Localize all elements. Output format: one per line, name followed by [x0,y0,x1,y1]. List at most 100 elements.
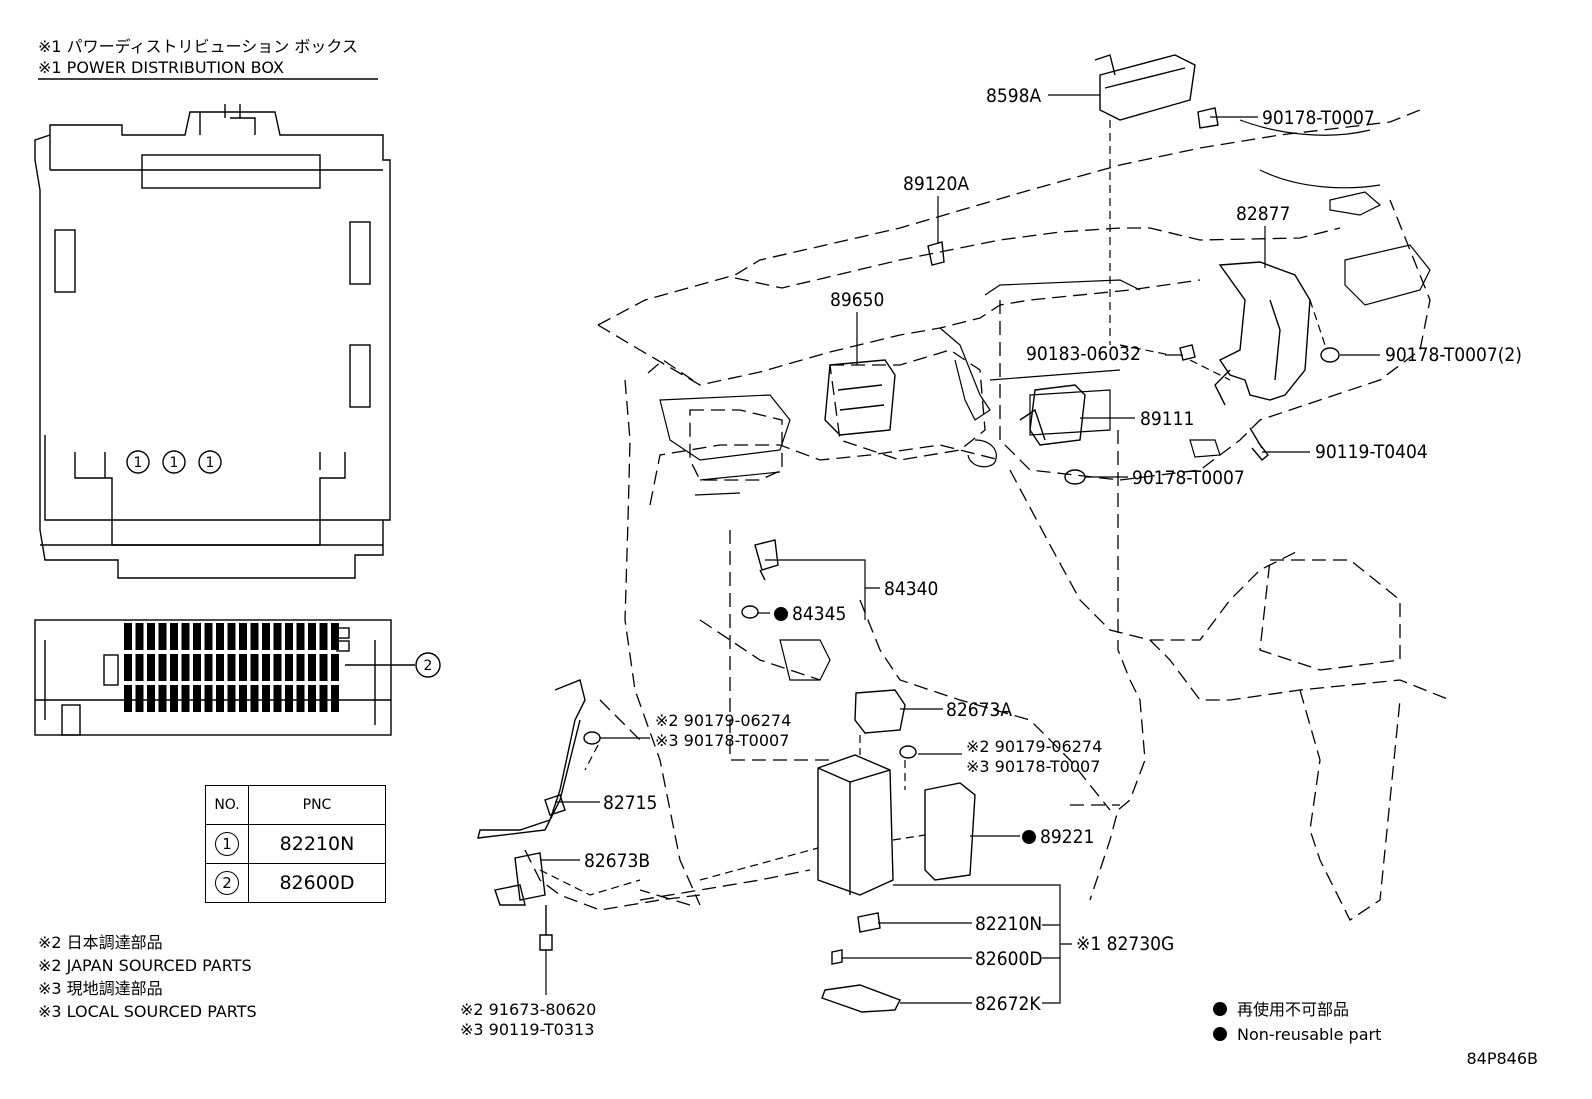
label-89650: 89650 [830,289,884,311]
part-labels: 8598A 90178-T0007 89120A 82877 89650 901… [460,85,1522,1039]
label-90178-T0007-mid: 90178-T0007 [1132,467,1245,489]
label-82600D: 82600D [975,948,1043,970]
label-82730G: ※1 82730G [1076,933,1174,955]
table-row: 1 82210N [205,824,386,864]
label-90183-06032: 90183-06032 [1026,343,1141,365]
fuse-slot [273,685,282,712]
fuse-slot [239,623,247,650]
legend-jp: 再使用不可部品 [1237,1000,1349,1019]
label-89221: 89221 [1040,826,1094,848]
fuse-slot [135,654,144,681]
fuse-slot [285,685,293,712]
fuse-slot [135,623,144,650]
fuse-slot [239,654,247,681]
header-pnc: PNC [248,785,386,825]
fuse-slot [296,654,305,681]
fuse-slot [319,623,328,650]
fuse-ref-1c: 1 [206,455,215,471]
fuse-slot [227,623,236,650]
part-shapes [477,54,1340,1013]
fuse-slot [285,654,293,681]
fuse-slot [262,654,270,681]
fuse-slot [158,623,167,650]
fuse-slot [262,685,270,712]
fuse-slot [216,623,224,650]
fuse-slot [250,623,259,650]
fuse-slot [170,654,178,681]
fuse-slot [308,623,316,650]
fuse-slot [319,685,328,712]
fuse-slot [204,654,213,681]
label-82877: 82877 [1236,203,1290,225]
label-89111: 89111 [1140,408,1194,430]
fuse-slot [158,654,167,681]
fuse-slot [331,623,339,650]
fuse-slot [193,685,201,712]
label-82672K: 82672K [975,993,1041,1015]
label-90179-06274-right: ※2 90179-06274 [966,737,1102,756]
row-pnc: 82600D [248,863,386,903]
fuse-slot [285,623,293,650]
note-japan-jp: ※2 日本調達部品 [38,933,163,952]
label-8598A: 8598A [986,85,1041,107]
power-distribution-box-drawing [34,78,392,736]
fuse-slot [170,623,178,650]
label-90179-06274-left: ※2 90179-06274 [655,711,791,730]
label-82673A: 82673A [946,699,1012,721]
non-reusable-mark-89221 [1022,830,1036,844]
label-84345: 84345 [792,603,846,625]
row-no: 2 [215,871,239,895]
fuse-slot [262,623,270,650]
legend-bullet-jp [1213,1002,1227,1016]
label-90178-T0007-2: 90178-T0007(2) [1385,344,1522,366]
fuse-ref-1b: 1 [170,455,179,471]
fuse-slot [181,685,190,712]
fuse-slot [135,685,144,712]
fuse-slot [296,623,305,650]
fuse-slot [216,654,224,681]
row-no-cell: 1 [205,824,249,864]
dashed-connectors [539,120,1326,896]
block-ref-2: 2 [424,658,433,674]
box-title-jp: ※1 パワーディストリビューション ボックス [38,37,358,56]
header-no: NO. [205,785,249,825]
fuse-slot [250,685,259,712]
pnc-table-header: NO. PNC [205,785,386,825]
fuse-slot [319,654,328,681]
table-row: 2 82600D [205,863,386,903]
fuse-slot [331,654,339,681]
label-90119-T0313: ※3 90119-T0313 [460,1020,594,1039]
label-82673B: 82673B [584,850,650,872]
figure-code: 84P846B [1466,1049,1538,1068]
fuse-slot [331,685,339,712]
fuse-slot [193,623,201,650]
fuse-slot [147,685,155,712]
fuse-slot [239,685,247,712]
fuse-slot [170,685,178,712]
fuse-slot [147,654,155,681]
label-82715: 82715 [603,792,657,814]
fuse-slot [308,654,316,681]
leader-lines [540,94,1380,1004]
fuse-slot [124,623,132,650]
fuse-slot [273,654,282,681]
row-pnc: 82210N [248,824,386,864]
note-local-en: ※3 LOCAL SOURCED PARTS [38,1002,257,1021]
fuse-slot [296,685,305,712]
label-82210N: 82210N [975,913,1042,935]
fuse-slot [181,623,190,650]
label-90178-T0007-top: 90178-T0007 [1262,107,1375,129]
legend-en: Non-reusable part [1237,1025,1381,1044]
fuse-slot [193,654,201,681]
pnc-table: NO. PNC 1 82210N 2 82600D [205,785,386,903]
fuse-slot [147,623,155,650]
label-84340: 84340 [884,578,938,600]
non-reusable-mark-84345 [774,607,788,621]
legend-bullet-en [1213,1027,1227,1041]
fuse-slot [273,623,282,650]
fuse-slot [308,685,316,712]
fuse-ref-1a: 1 [134,455,143,471]
fuse-slot [227,685,236,712]
